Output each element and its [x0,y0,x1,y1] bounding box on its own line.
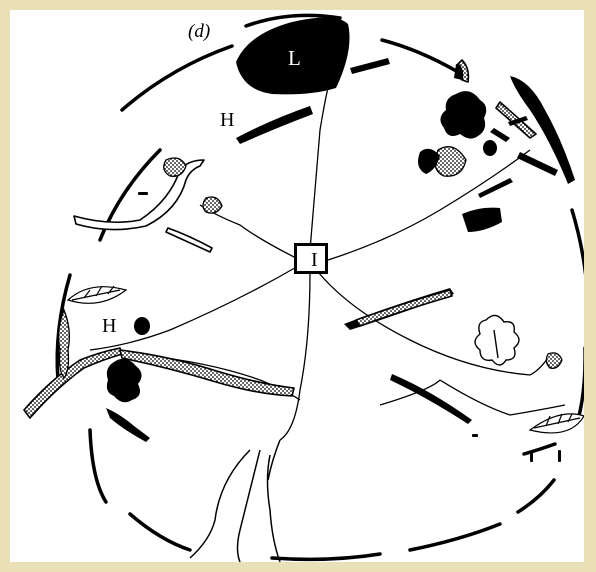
label-large-leaf: L [288,48,301,69]
label-entrance: I [311,250,318,270]
outline-oak-leaf [475,315,519,365]
label-hole-upper: H [220,110,234,130]
veined-leaf-left [68,286,126,303]
veined-leaf-right [530,414,584,433]
nest-diagram [10,10,584,562]
label-hole-left: H [102,316,116,336]
figure-frame: (d) L H H I [10,10,584,562]
root-lines [190,440,280,562]
nest-boundary [57,15,584,559]
panel-label: (d) [188,22,210,41]
